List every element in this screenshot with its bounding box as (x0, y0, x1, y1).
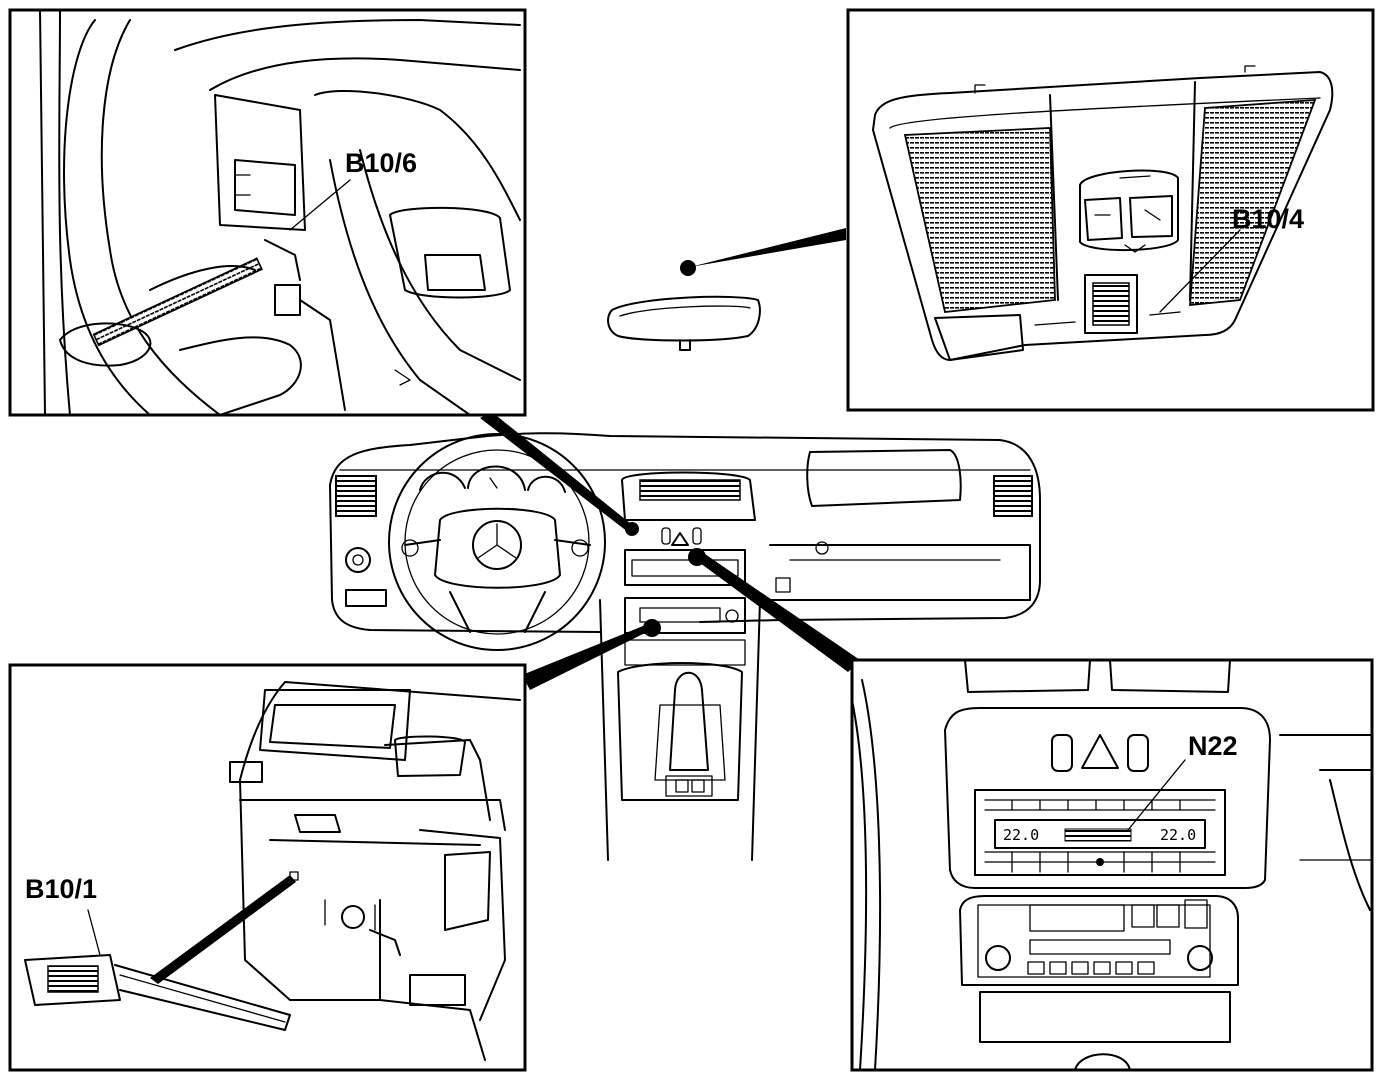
callout-b10-6: B10/6 (345, 148, 417, 178)
n22-detail-drawing (852, 660, 1372, 1070)
b10-6-detail-drawing (39, 10, 521, 415)
display-right-temperature: 22.0 (1160, 826, 1196, 844)
b10-4-detail-drawing (872, 65, 1334, 361)
b10-1-detail-drawing (24, 681, 521, 1061)
callout-b10-4: B10/4 (1232, 204, 1304, 234)
callout-b10-1: B10/1 (25, 874, 97, 904)
callout-n22: N22 (1188, 731, 1238, 761)
detail-panel-bottom-left (8, 663, 527, 1072)
display-left-temperature: 22.0 (1003, 826, 1039, 844)
rearview-mirror (607, 295, 761, 351)
dashboard-overview (329, 432, 1041, 861)
detail-panel-bottom-right (850, 658, 1374, 1072)
